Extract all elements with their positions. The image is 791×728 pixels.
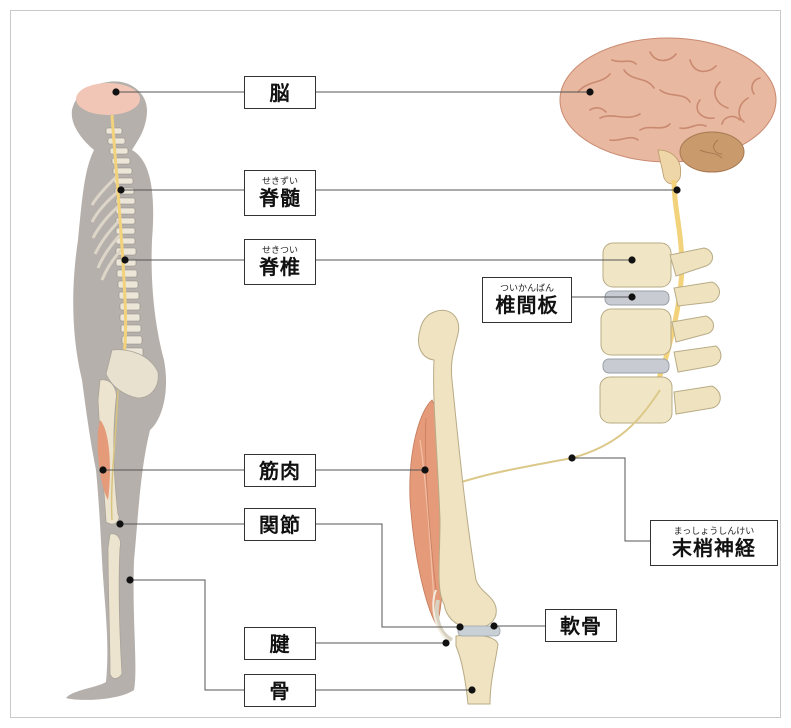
label-cartilage: 軟骨: [545, 609, 617, 642]
label-spinal-cord-text: 脊髄: [259, 187, 301, 209]
label-disc-text: 椎間板: [496, 294, 559, 316]
label-spinal-cord: せきずい 脊髄: [244, 170, 316, 216]
label-brain-text: 脳: [270, 82, 291, 104]
label-spine-text: 脊椎: [259, 256, 301, 278]
brain-illustration: [560, 38, 776, 184]
marker-dots: [99, 88, 680, 693]
label-tendon-text: 腱: [270, 633, 291, 655]
label-joint: 関節: [244, 508, 316, 541]
label-peripheral-nerve: まっしょうしんけい 末梢神経: [650, 520, 778, 566]
label-peripheral-nerve-text: 末梢神経: [672, 537, 756, 559]
vertebrae-illustration: [600, 243, 721, 423]
label-disc: ついかんばん 椎間板: [482, 277, 572, 323]
label-cartilage-text: 軟骨: [560, 615, 602, 637]
label-joint-text: 関節: [259, 514, 301, 536]
brain-small-icon: [76, 83, 140, 115]
label-muscle: 筋肉: [244, 454, 316, 487]
label-muscle-text: 筋肉: [259, 460, 301, 482]
label-bone-text: 骨: [270, 680, 291, 702]
label-bone: 骨: [244, 674, 316, 707]
label-tendon: 腱: [244, 627, 316, 660]
knee-illustration: [410, 310, 500, 704]
leader-lines: [103, 92, 677, 690]
label-brain: 脳: [244, 76, 316, 109]
label-spine: せきつい 脊椎: [244, 239, 316, 285]
